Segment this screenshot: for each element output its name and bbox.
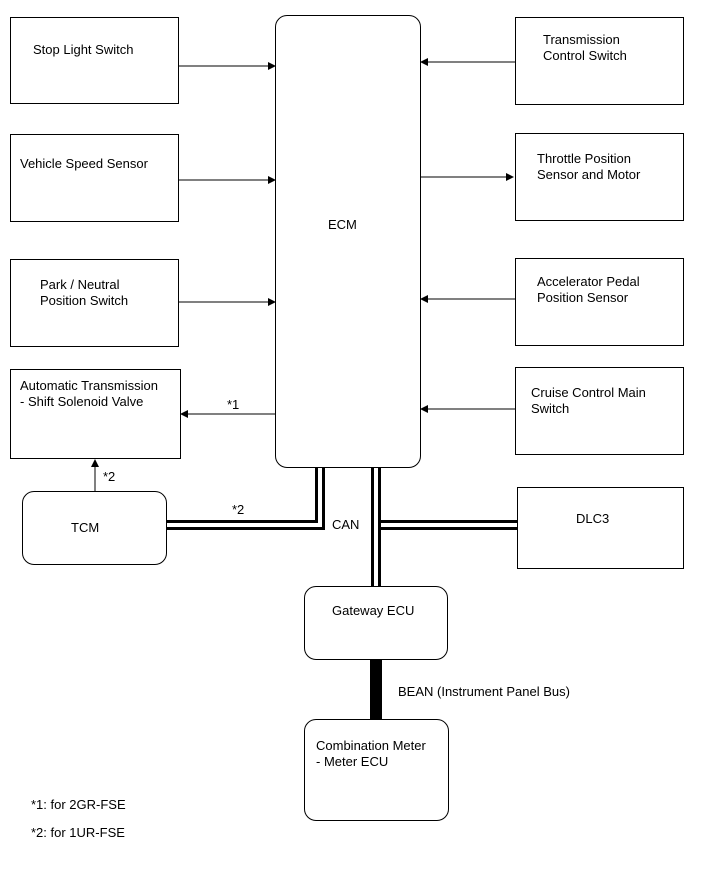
ecm-label: ECM (328, 217, 357, 232)
solenoid-marker: *1 (227, 397, 240, 412)
dlc3-label: DLC3 (576, 511, 610, 526)
tcm-solenoid-marker: *2 (103, 469, 116, 484)
throttle-position-sensor-box: Throttle Position Sensor and Motor (515, 133, 684, 221)
cruise-control-switch-box: Cruise Control Main Switch (515, 367, 684, 455)
tcm-label: TCM (71, 520, 100, 535)
stop-light-switch-box: Stop Light Switch (10, 17, 179, 104)
transmission-control-switch-label: Transmission Control Switch (543, 32, 627, 63)
vehicle-speed-sensor-label: Vehicle Speed Sensor (20, 156, 148, 171)
shift-solenoid-box: Automatic Transmission - Shift Solenoid … (10, 369, 181, 459)
vehicle-speed-sensor-box: Vehicle Speed Sensor (10, 134, 179, 222)
bean-label: BEAN (Instrument Panel Bus) (398, 684, 570, 699)
footnote-1: *1: for 2GR-FSE (31, 797, 126, 812)
combination-meter-label: Combination Meter - Meter ECU (316, 738, 426, 769)
park-neutral-switch-label: Park / Neutral Position Switch (40, 277, 129, 308)
can-bus-gateway-dlc3 (371, 467, 517, 587)
dlc3-box: DLC3 (517, 487, 684, 569)
footnote-2: *2: for 1UR-FSE (31, 825, 125, 840)
throttle-position-sensor-label: Throttle Position Sensor and Motor (537, 151, 641, 182)
gateway-ecu-label: Gateway ECU (332, 603, 415, 618)
combination-meter-box: Combination Meter - Meter ECU (304, 719, 449, 821)
park-neutral-switch-box: Park / Neutral Position Switch (10, 259, 179, 347)
ecm-box: ECM (275, 15, 421, 468)
tcm-can-marker: *2 (232, 502, 245, 517)
cruise-control-switch-label: Cruise Control Main Switch (531, 385, 646, 416)
gateway-ecu-box: Gateway ECU (304, 586, 448, 660)
stop-light-switch-label: Stop Light Switch (33, 42, 134, 57)
can-label: CAN (332, 517, 360, 532)
tcm-box: TCM (22, 491, 167, 565)
can-bus-tcm (167, 467, 325, 530)
accelerator-pedal-sensor-label: Accelerator Pedal Position Sensor (537, 274, 640, 305)
shift-solenoid-label: Automatic Transmission - Shift Solenoid … (20, 378, 158, 409)
transmission-control-switch-box: Transmission Control Switch (515, 17, 684, 105)
accelerator-pedal-sensor-box: Accelerator Pedal Position Sensor (515, 258, 684, 346)
